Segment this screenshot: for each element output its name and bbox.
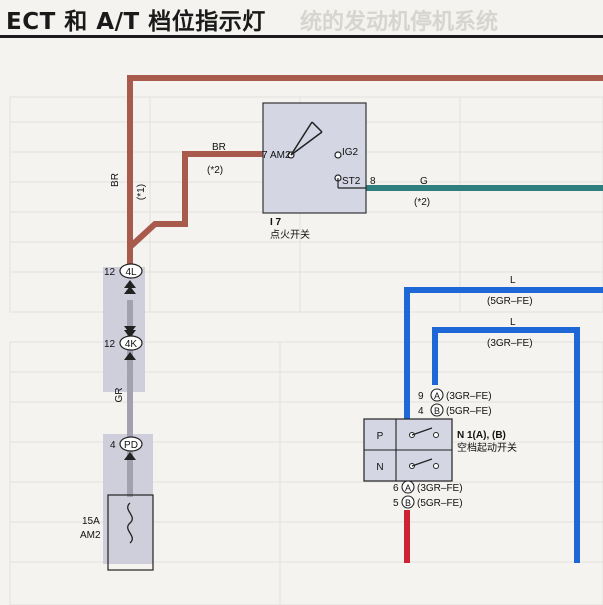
title-underline — [0, 35, 603, 38]
connector-4l-pin: 12 — [104, 267, 116, 278]
ig2-terminal-label: IG2 — [342, 147, 359, 158]
ns-top-note1: (3GR–FE) — [446, 391, 492, 402]
faded-background-title: 统的发动机停机系统 — [300, 10, 499, 35]
st2-terminal-label: ST2 — [342, 176, 361, 187]
ns-top-pin2: 4 — [418, 406, 424, 417]
neutral-start-switch: 9 A (3GR–FE) 4 B (5GR–FE) P N N 1(A), (B… — [363, 388, 517, 509]
connector-pd: 4 PD — [110, 436, 143, 460]
l-upper-label: L — [510, 275, 516, 286]
connector-4l: 12 4L — [104, 263, 143, 294]
l-wire-5gr — [404, 287, 603, 394]
connector-4k-pin: 12 — [104, 339, 116, 350]
fuse-rating: 15A — [82, 516, 100, 527]
ignition-switch — [262, 102, 367, 214]
gr-wire-label: GR — [114, 388, 125, 403]
ns-n-label: N — [376, 462, 383, 473]
l-lower-label: L — [510, 317, 516, 328]
g-wire-label: G — [420, 176, 428, 187]
l-upper-note: (5GR–FE) — [487, 296, 533, 307]
ns-top-note2: (5GR–FE) — [446, 406, 492, 417]
ns-bot-pin2: 5 — [393, 498, 399, 509]
l-lower-note: (3GR–FE) — [487, 338, 533, 349]
ns-p-label: P — [377, 431, 384, 442]
connector-4k-code: 4K — [125, 339, 138, 350]
fuse-name: AM2 — [80, 530, 101, 541]
am2-pin: 7 — [262, 150, 268, 161]
ns-name: 空档起动开关 — [457, 441, 517, 454]
connector-block-4l-4k — [103, 267, 145, 392]
ns-id: N 1(A), (B) — [457, 430, 506, 441]
am2-terminal-label: AM2 — [270, 150, 291, 161]
ns-bot-note1: (3GR–FE) — [417, 483, 463, 494]
ns-top-code2: B — [434, 406, 440, 416]
connector-pd-code: PD — [124, 440, 138, 451]
ignition-switch-name: 点火开关 — [270, 228, 310, 241]
br-vertical-note: (*1) — [136, 184, 147, 200]
connector-4k: 12 4K — [104, 326, 143, 360]
ns-bot-note2: (5GR–FE) — [417, 498, 463, 509]
ns-bot-pin1: 6 — [393, 483, 399, 494]
connector-pd-pin: 4 — [110, 440, 116, 451]
ns-top-pin1: 9 — [418, 391, 424, 402]
ns-bot-code1: A — [405, 483, 411, 493]
ns-top-code1: A — [434, 391, 440, 401]
connector-4l-code: 4L — [125, 267, 137, 278]
ignition-switch-id: I 7 — [270, 217, 282, 228]
br-wire-trunk — [127, 75, 603, 277]
br-vertical-label: BR — [110, 173, 121, 187]
br-horizontal-label: BR — [212, 142, 226, 153]
br-wire-branch — [127, 151, 272, 250]
st2-pin: 8 — [370, 176, 376, 187]
page-title: ECT 和 A/T 档位指示灯 — [6, 9, 266, 35]
l-wire-3gr — [432, 327, 580, 563]
wiring-diagram: 7 AM2 IG2 ST2 8 I 7 点火开关 BR (*1) BR (*2)… — [9, 75, 603, 605]
br-horizontal-note: (*2) — [207, 165, 223, 176]
g-wire-note: (*2) — [414, 197, 430, 208]
ns-bot-code2: B — [405, 498, 411, 508]
wiring-diagram-page: 统的发动机停机系统 ECT 和 A/T 档位指示灯 — [0, 9, 603, 605]
